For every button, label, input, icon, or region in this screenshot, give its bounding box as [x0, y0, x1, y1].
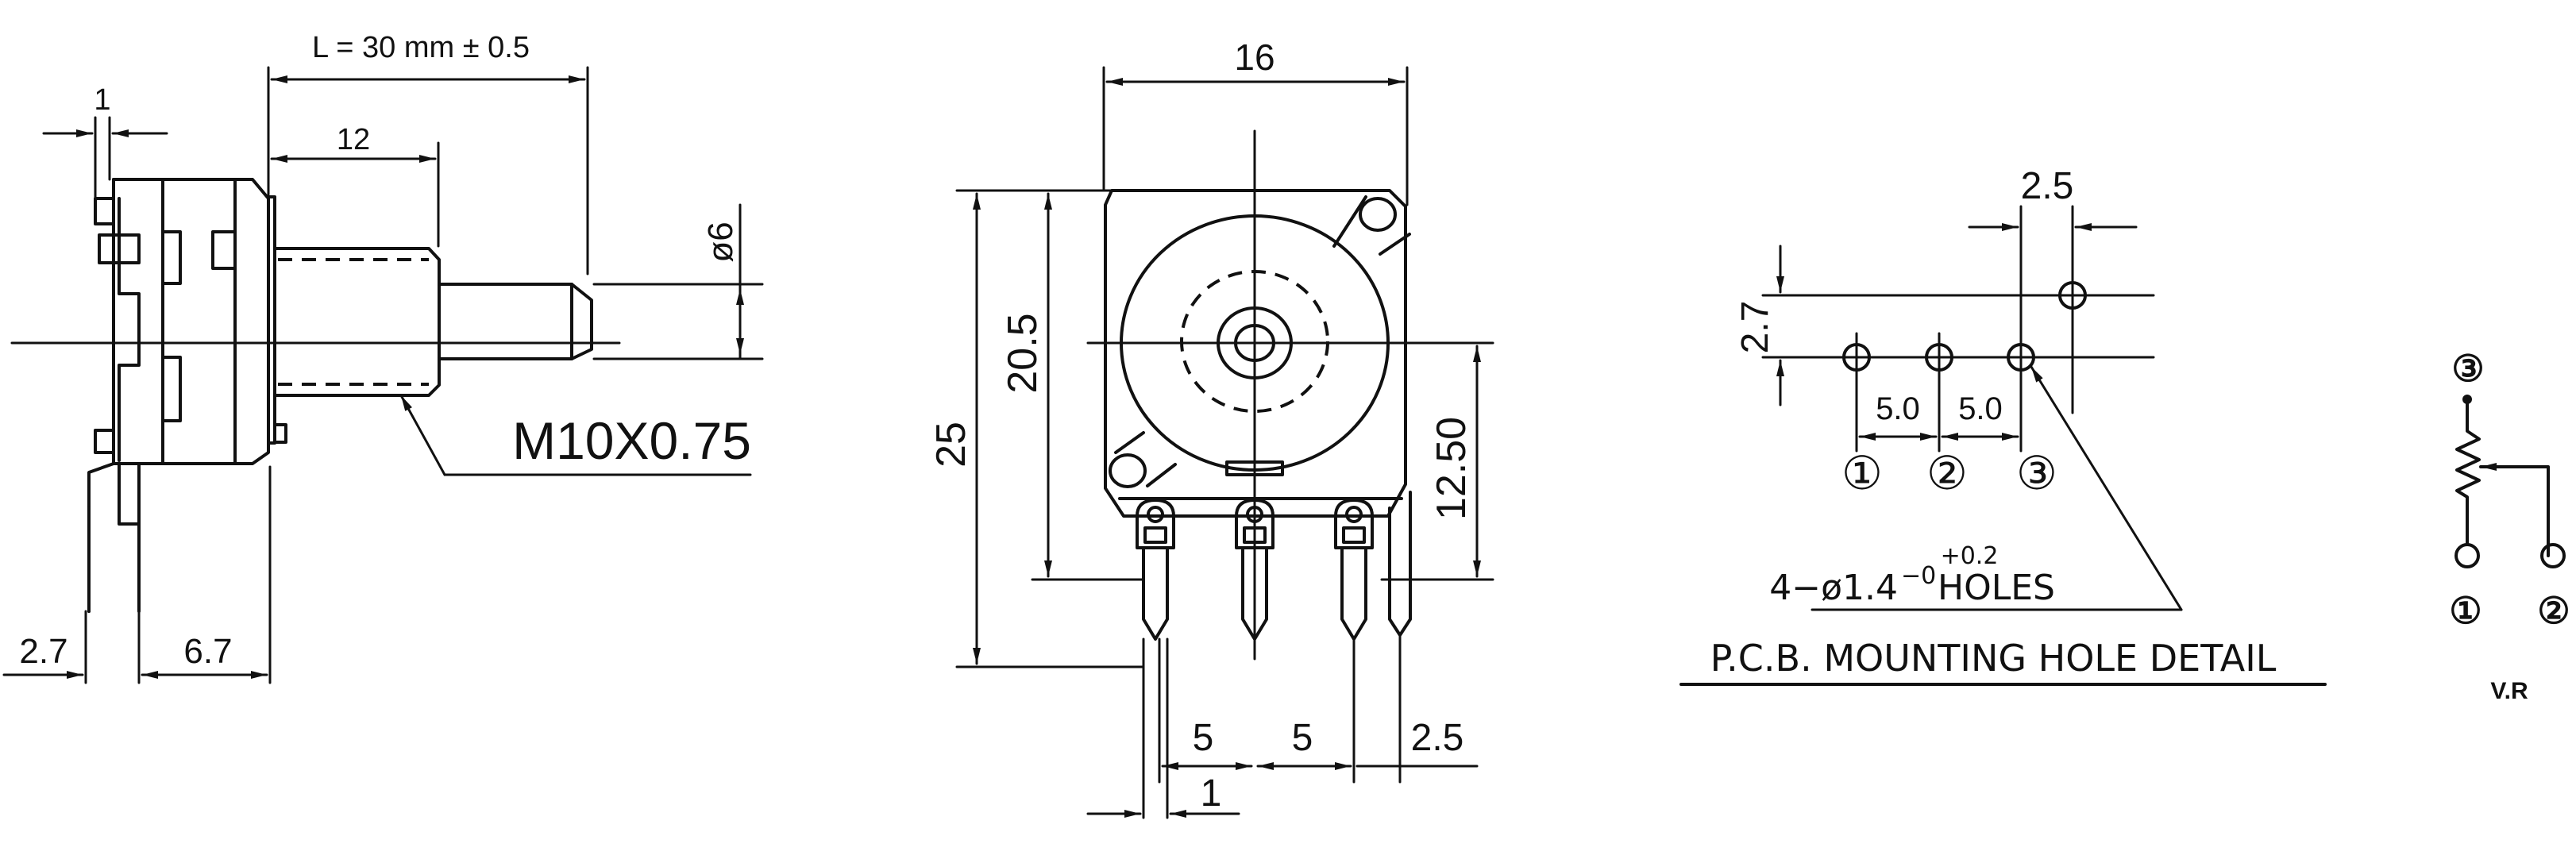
pcb-pin-label-3: ③	[2016, 446, 2057, 500]
schematic-terminal-2: ②	[2537, 589, 2570, 632]
holes-spec-prefix: 4−ø1.4	[1769, 568, 1898, 608]
pcb-hole	[1925, 343, 1953, 372]
total-height-label: 25	[928, 422, 974, 468]
pcb-offset-x-label: 2.5	[2021, 165, 2074, 207]
schematic-terminal-3: ③	[2451, 347, 2484, 390]
flange-thickness-label: 1	[94, 83, 110, 117]
holes-tolerance-lower: −0	[1901, 562, 1936, 590]
thread-spec-label: M10X0.75	[512, 411, 751, 470]
pin-pitch-2-label: 5	[1292, 717, 1313, 759]
front-view: 16 25 20.5 12.50 5 5 2.5 1	[928, 37, 1494, 819]
mounting-flange	[267, 195, 276, 445]
pin-pitch-1-label: 5	[1193, 717, 1214, 759]
pin-width-label: 1	[1201, 772, 1222, 815]
pcb-pin-label-1: ①	[1841, 446, 1883, 500]
mounting-hole-top	[1359, 197, 1397, 232]
shaft-length-label: L = 30 mm ± 0.5	[312, 31, 530, 64]
holes-tolerance-upper: +0.2	[1941, 542, 1999, 570]
pin-to-face-label: 6.7	[183, 632, 232, 671]
schematic-caption: V.R	[2490, 678, 2528, 704]
center-height-label: 12.50	[1429, 417, 1475, 520]
pcb-mounting-hole-detail: 2.5 2.7 5.0 5.0 ① ② ③ +0.2 4−ø1.4 −0 HOL…	[1679, 165, 2327, 686]
pcb-hole	[2007, 343, 2035, 372]
shaft	[438, 283, 593, 360]
front-width-label: 16	[1234, 37, 1275, 78]
schematic-terminal-1: ①	[2449, 589, 2482, 632]
side-pin-1	[87, 462, 115, 613]
wiper-arrow	[2479, 463, 2550, 557]
pcb-offset-y-label: 2.7	[1734, 301, 1776, 354]
schematic-symbol: ③ ① ② V.R	[2449, 347, 2570, 704]
pcb-pitch-1-label: 5.0	[1876, 391, 1920, 426]
body-height-label: 20.5	[1000, 313, 1046, 393]
pcb-hole	[1842, 343, 1871, 372]
threaded-bushing	[273, 247, 441, 397]
pcb-pin-label-2: ②	[1926, 446, 1968, 500]
pin-offset-label: 2.7	[19, 632, 67, 671]
resistor-element	[2455, 398, 2481, 545]
bracket-offset-label: 2.5	[1411, 717, 1464, 759]
terminal-pad-2	[2540, 543, 2566, 568]
side-view: L = 30 mm ± 0.5 12 1 ø6 M10X0.75 2.7 6.7	[2, 31, 764, 684]
bushing-length-label: 12	[337, 123, 370, 156]
pcb-detail-title: P.C.B. MOUNTING HOLE DETAIL	[1710, 637, 2277, 680]
front-terminals	[1136, 491, 1412, 641]
pcb-hole	[2058, 281, 2087, 310]
shaft-diameter-label: ø6	[701, 221, 740, 262]
mounting-hole-bottom	[1109, 453, 1147, 488]
holes-spec-suffix: HOLES	[1938, 568, 2055, 608]
pcb-pitch-2-label: 5.0	[1958, 391, 2003, 426]
terminal-pad-1	[2455, 543, 2480, 568]
